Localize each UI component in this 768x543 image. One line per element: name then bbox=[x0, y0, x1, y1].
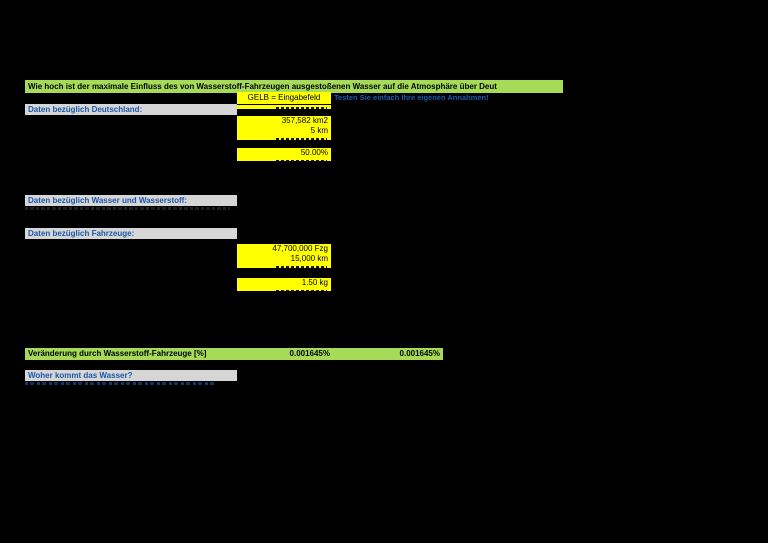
obscured-cell bbox=[237, 158, 331, 165]
hidden-text-row bbox=[25, 207, 230, 210]
section-header-fahrzeuge: Daten bezüglich Fahrzeuge: bbox=[25, 228, 237, 239]
input-cell-vehicles[interactable]: 47,700,000 Fzg bbox=[237, 244, 331, 254]
input-cell-km-per-year[interactable]: 15,000 km bbox=[237, 254, 331, 264]
result-row: Veränderung durch Wasserstoff-Fahrzeuge … bbox=[25, 348, 443, 360]
input-cell-percent[interactable]: 50.00% bbox=[237, 148, 331, 158]
legend-yellow-cell: GELB = Eingabefeld bbox=[237, 92, 331, 104]
input-cell-area[interactable]: 357,582 km2 bbox=[237, 116, 331, 126]
result-value-mid: 0.001645% bbox=[289, 349, 330, 358]
obscured-cell bbox=[237, 288, 331, 295]
section-header-wasser-quelle: Woher kommt das Wasser? bbox=[25, 370, 237, 381]
obscured-cell bbox=[237, 105, 331, 114]
result-value-right: 0.001645% bbox=[399, 349, 440, 358]
obscured-cell bbox=[237, 264, 331, 273]
hidden-text-row bbox=[25, 382, 215, 385]
title-banner: Wie hoch ist der maximale Einfluss des v… bbox=[25, 80, 563, 93]
hint-text: Testen Sie einfach Ihre eigenen Annahmen… bbox=[334, 93, 489, 102]
section-header-deutschland: Daten bezüglich Deutschland: bbox=[25, 104, 237, 115]
result-label: Veränderung durch Wasserstoff-Fahrzeuge … bbox=[28, 349, 207, 358]
section-header-wasser: Daten bezüglich Wasser und Wasserstoff: bbox=[25, 195, 237, 206]
input-cell-kg[interactable]: 1.50 kg bbox=[237, 278, 331, 288]
input-cell-height[interactable]: 5 km bbox=[237, 126, 331, 136]
obscured-cell bbox=[237, 136, 331, 145]
